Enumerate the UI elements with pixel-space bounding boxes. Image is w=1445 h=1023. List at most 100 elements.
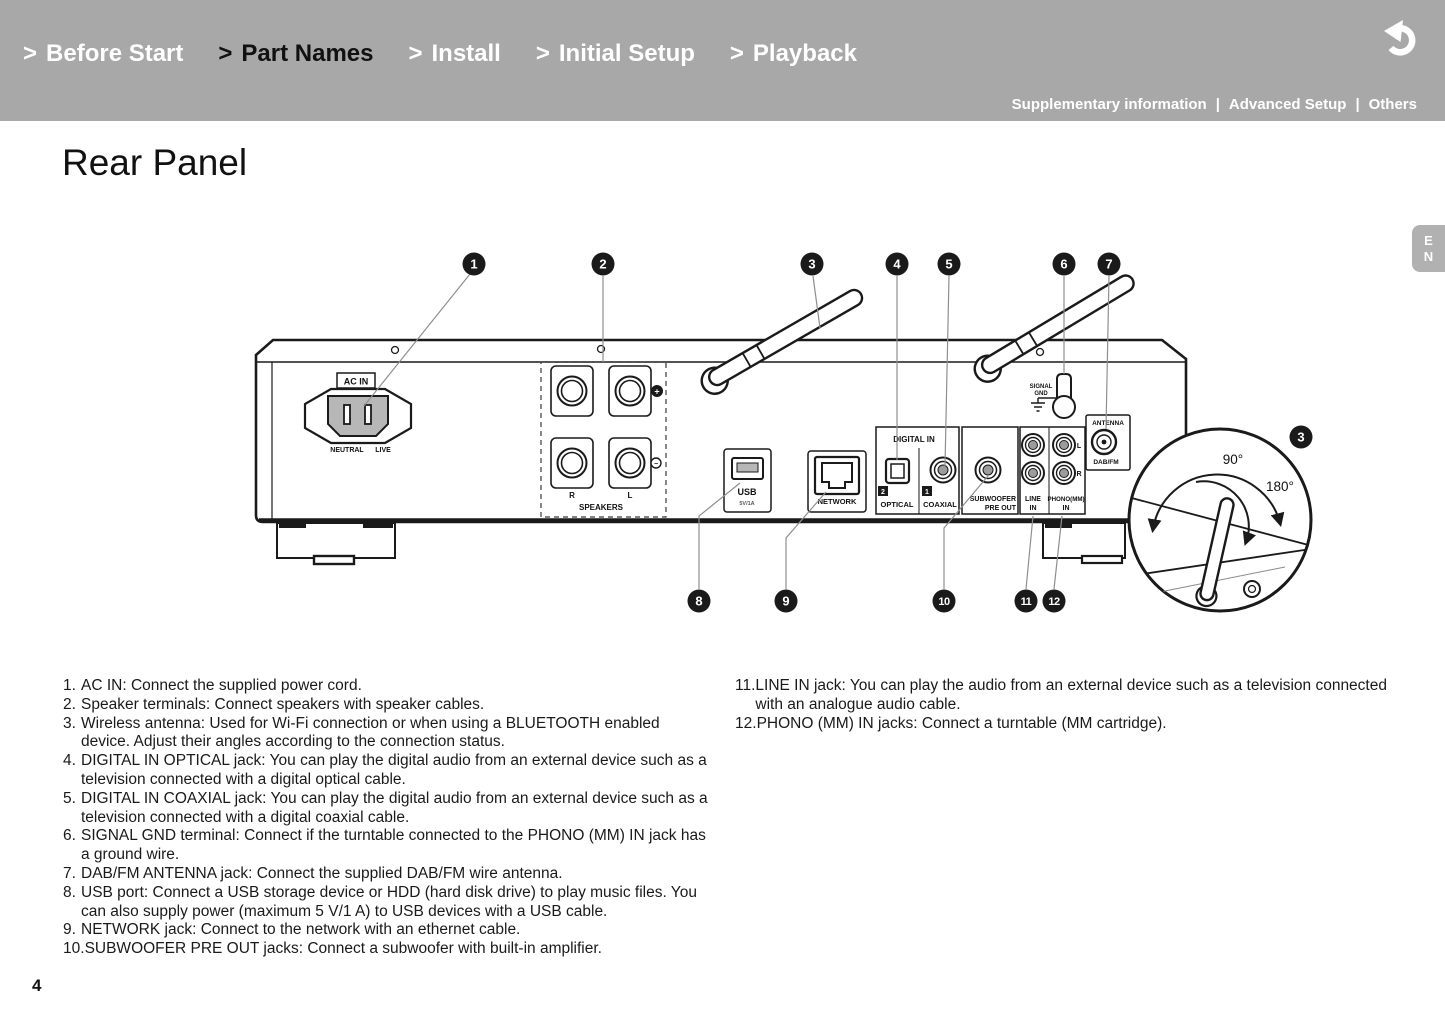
- svg-text:NEUTRAL: NEUTRAL: [330, 447, 364, 454]
- svg-text:8: 8: [695, 594, 702, 609]
- svg-text:90°: 90°: [1223, 452, 1243, 467]
- chevron-icon: >: [535, 40, 550, 67]
- svg-text:10: 10: [938, 596, 950, 608]
- nav-before-start[interactable]: > Before Start: [23, 40, 183, 68]
- nav-others[interactable]: Others: [1368, 96, 1417, 113]
- chevron-icon: >: [23, 40, 38, 67]
- nav-label: Playback: [752, 40, 857, 67]
- svg-text:5: 5: [945, 257, 952, 272]
- plus-terminal-icon: [651, 385, 663, 397]
- nav-supplementary-information[interactable]: Supplementary information: [1011, 96, 1207, 113]
- language-tab[interactable]: EN: [1412, 225, 1445, 272]
- digital-in-section: DIGITAL IN 2 OPTICAL 1 COAXIAL: [875, 426, 960, 515]
- chevron-icon: >: [729, 40, 744, 67]
- svg-text:GND: GND: [1034, 391, 1048, 397]
- svg-text:SPEAKERS: SPEAKERS: [579, 503, 624, 512]
- subwoofer-pre-out: SUBWOOFER PRE OUT: [961, 426, 1019, 515]
- chevron-icon: >: [218, 40, 233, 67]
- legend-item-3: 3.Wireless antenna: Used for Wi-Fi conne…: [63, 714, 660, 751]
- legend-item-7: 7.DAB/FM ANTENNA jack: Connect the suppl…: [63, 864, 563, 882]
- svg-text:NETWORK: NETWORK: [818, 497, 857, 506]
- gnd-screw-icon: [1052, 395, 1076, 419]
- svg-text:3: 3: [808, 257, 815, 272]
- legend-item-6: 6.SIGNAL GND terminal: Connect if the tu…: [63, 827, 706, 864]
- callout-11: [1014, 589, 1038, 613]
- nav-install[interactable]: > Install: [408, 40, 500, 68]
- nav-playback[interactable]: > Playback: [730, 40, 857, 68]
- callout-6: [1052, 252, 1076, 276]
- svg-text:OPTICAL: OPTICAL: [881, 500, 914, 509]
- svg-text:9: 9: [782, 594, 789, 609]
- nav-label: Before Start: [46, 40, 184, 67]
- callout-1: [462, 252, 486, 276]
- svg-text:R: R: [1076, 471, 1081, 478]
- svg-text:L: L: [628, 491, 633, 500]
- breadcrumb: > Before Start > Part Names > Install > …: [23, 40, 857, 68]
- svg-text:1: 1: [925, 489, 929, 496]
- ground-symbol-icon: [1031, 397, 1057, 412]
- svg-text:7: 7: [1105, 257, 1112, 272]
- wireless-antenna-right: [973, 274, 1135, 383]
- ac-in-inlet: AC IN NEUTRAL LIVE: [303, 372, 413, 454]
- svg-text:DAB/FM: DAB/FM: [1093, 459, 1118, 466]
- legend-item-9: 9.NETWORK jack: Connect to the network w…: [63, 921, 521, 939]
- svg-text:11: 11: [1021, 596, 1032, 608]
- nav-initial-setup[interactable]: > Initial Setup: [536, 40, 695, 68]
- svg-text:R: R: [569, 491, 575, 500]
- phono-r-jack-icon: [1052, 461, 1076, 485]
- svg-text:2: 2: [599, 257, 606, 272]
- callout-3: [800, 252, 824, 276]
- svg-text:IN: IN: [1030, 505, 1037, 512]
- rotation-arc-180: [1147, 473, 1285, 534]
- minus-terminal-icon: [650, 457, 662, 469]
- callout-10: [932, 589, 956, 613]
- callout-badges-top: 1 2 3 4 5 6 7: [462, 252, 1121, 276]
- svg-text:ANTENNA: ANTENNA: [1092, 420, 1124, 427]
- svg-text:COAXIAL: COAXIAL: [923, 500, 957, 509]
- svg-text:IN: IN: [1063, 505, 1070, 512]
- line-in-r-jack-icon: [1021, 461, 1045, 485]
- callout-8: [687, 589, 711, 613]
- page-title: Rear Panel: [62, 142, 248, 183]
- svg-text:4: 4: [893, 257, 901, 272]
- subwoofer-jack-icon: [974, 456, 1002, 484]
- legend-right-column: 11.LINE IN jack: You can play the audio …: [735, 677, 1417, 733]
- callout-2: [591, 252, 615, 276]
- chassis-feet: [276, 521, 1126, 566]
- svg-text:PHONO(MM): PHONO(MM): [1047, 496, 1084, 503]
- svg-text:6: 6: [1060, 257, 1067, 272]
- svg-text:1: 1: [470, 257, 477, 272]
- callout-12: [1042, 589, 1066, 613]
- legend-item-4: 4.DIGITAL IN OPTICAL jack: You can play …: [63, 752, 707, 788]
- nav-part-names[interactable]: > Part Names: [218, 40, 373, 68]
- svg-text:2: 2: [881, 489, 885, 496]
- svg-text:AC IN: AC IN: [344, 377, 369, 387]
- svg-text:SUBWOOFER: SUBWOOFER: [970, 496, 1016, 503]
- leader-lines: [363, 273, 1110, 590]
- signal-gnd-terminal: SIGNAL GND: [1030, 373, 1076, 419]
- nav-label: Initial Setup: [558, 40, 695, 67]
- svg-text:12: 12: [1048, 596, 1060, 608]
- header-bar: > Before Start > Part Names > Install > …: [0, 0, 1445, 121]
- callout-7: [1097, 252, 1121, 276]
- screw-hole: [390, 345, 400, 355]
- antenna-rotation-detail: 90° 180° 3: [1127, 425, 1313, 613]
- screw-hole: [1035, 347, 1045, 357]
- legend-item-8: 8.USB port: Connect a USB storage device…: [63, 883, 697, 920]
- legend-item-10: 10.SUBWOOFER PRE OUT jacks: Connect a su…: [63, 940, 602, 958]
- svg-text:+: +: [654, 387, 659, 397]
- undo-arrow-icon[interactable]: [1381, 16, 1421, 56]
- coaxial-jack-icon: [929, 456, 957, 484]
- rotation-arc-90: [1195, 480, 1256, 546]
- svg-text:LINE: LINE: [1025, 496, 1041, 503]
- svg-text:PRE OUT: PRE OUT: [985, 505, 1017, 512]
- callout-9: [774, 589, 798, 613]
- legend-item-1: 1.AC IN: Connect the supplied power cord…: [63, 677, 362, 694]
- svg-text:LIVE: LIVE: [375, 447, 391, 454]
- nav-advanced-setup[interactable]: Advanced Setup: [1228, 96, 1347, 113]
- nav-label: Part Names: [241, 40, 374, 67]
- callout-3-detail: [1289, 425, 1313, 449]
- separator: |: [1355, 96, 1360, 113]
